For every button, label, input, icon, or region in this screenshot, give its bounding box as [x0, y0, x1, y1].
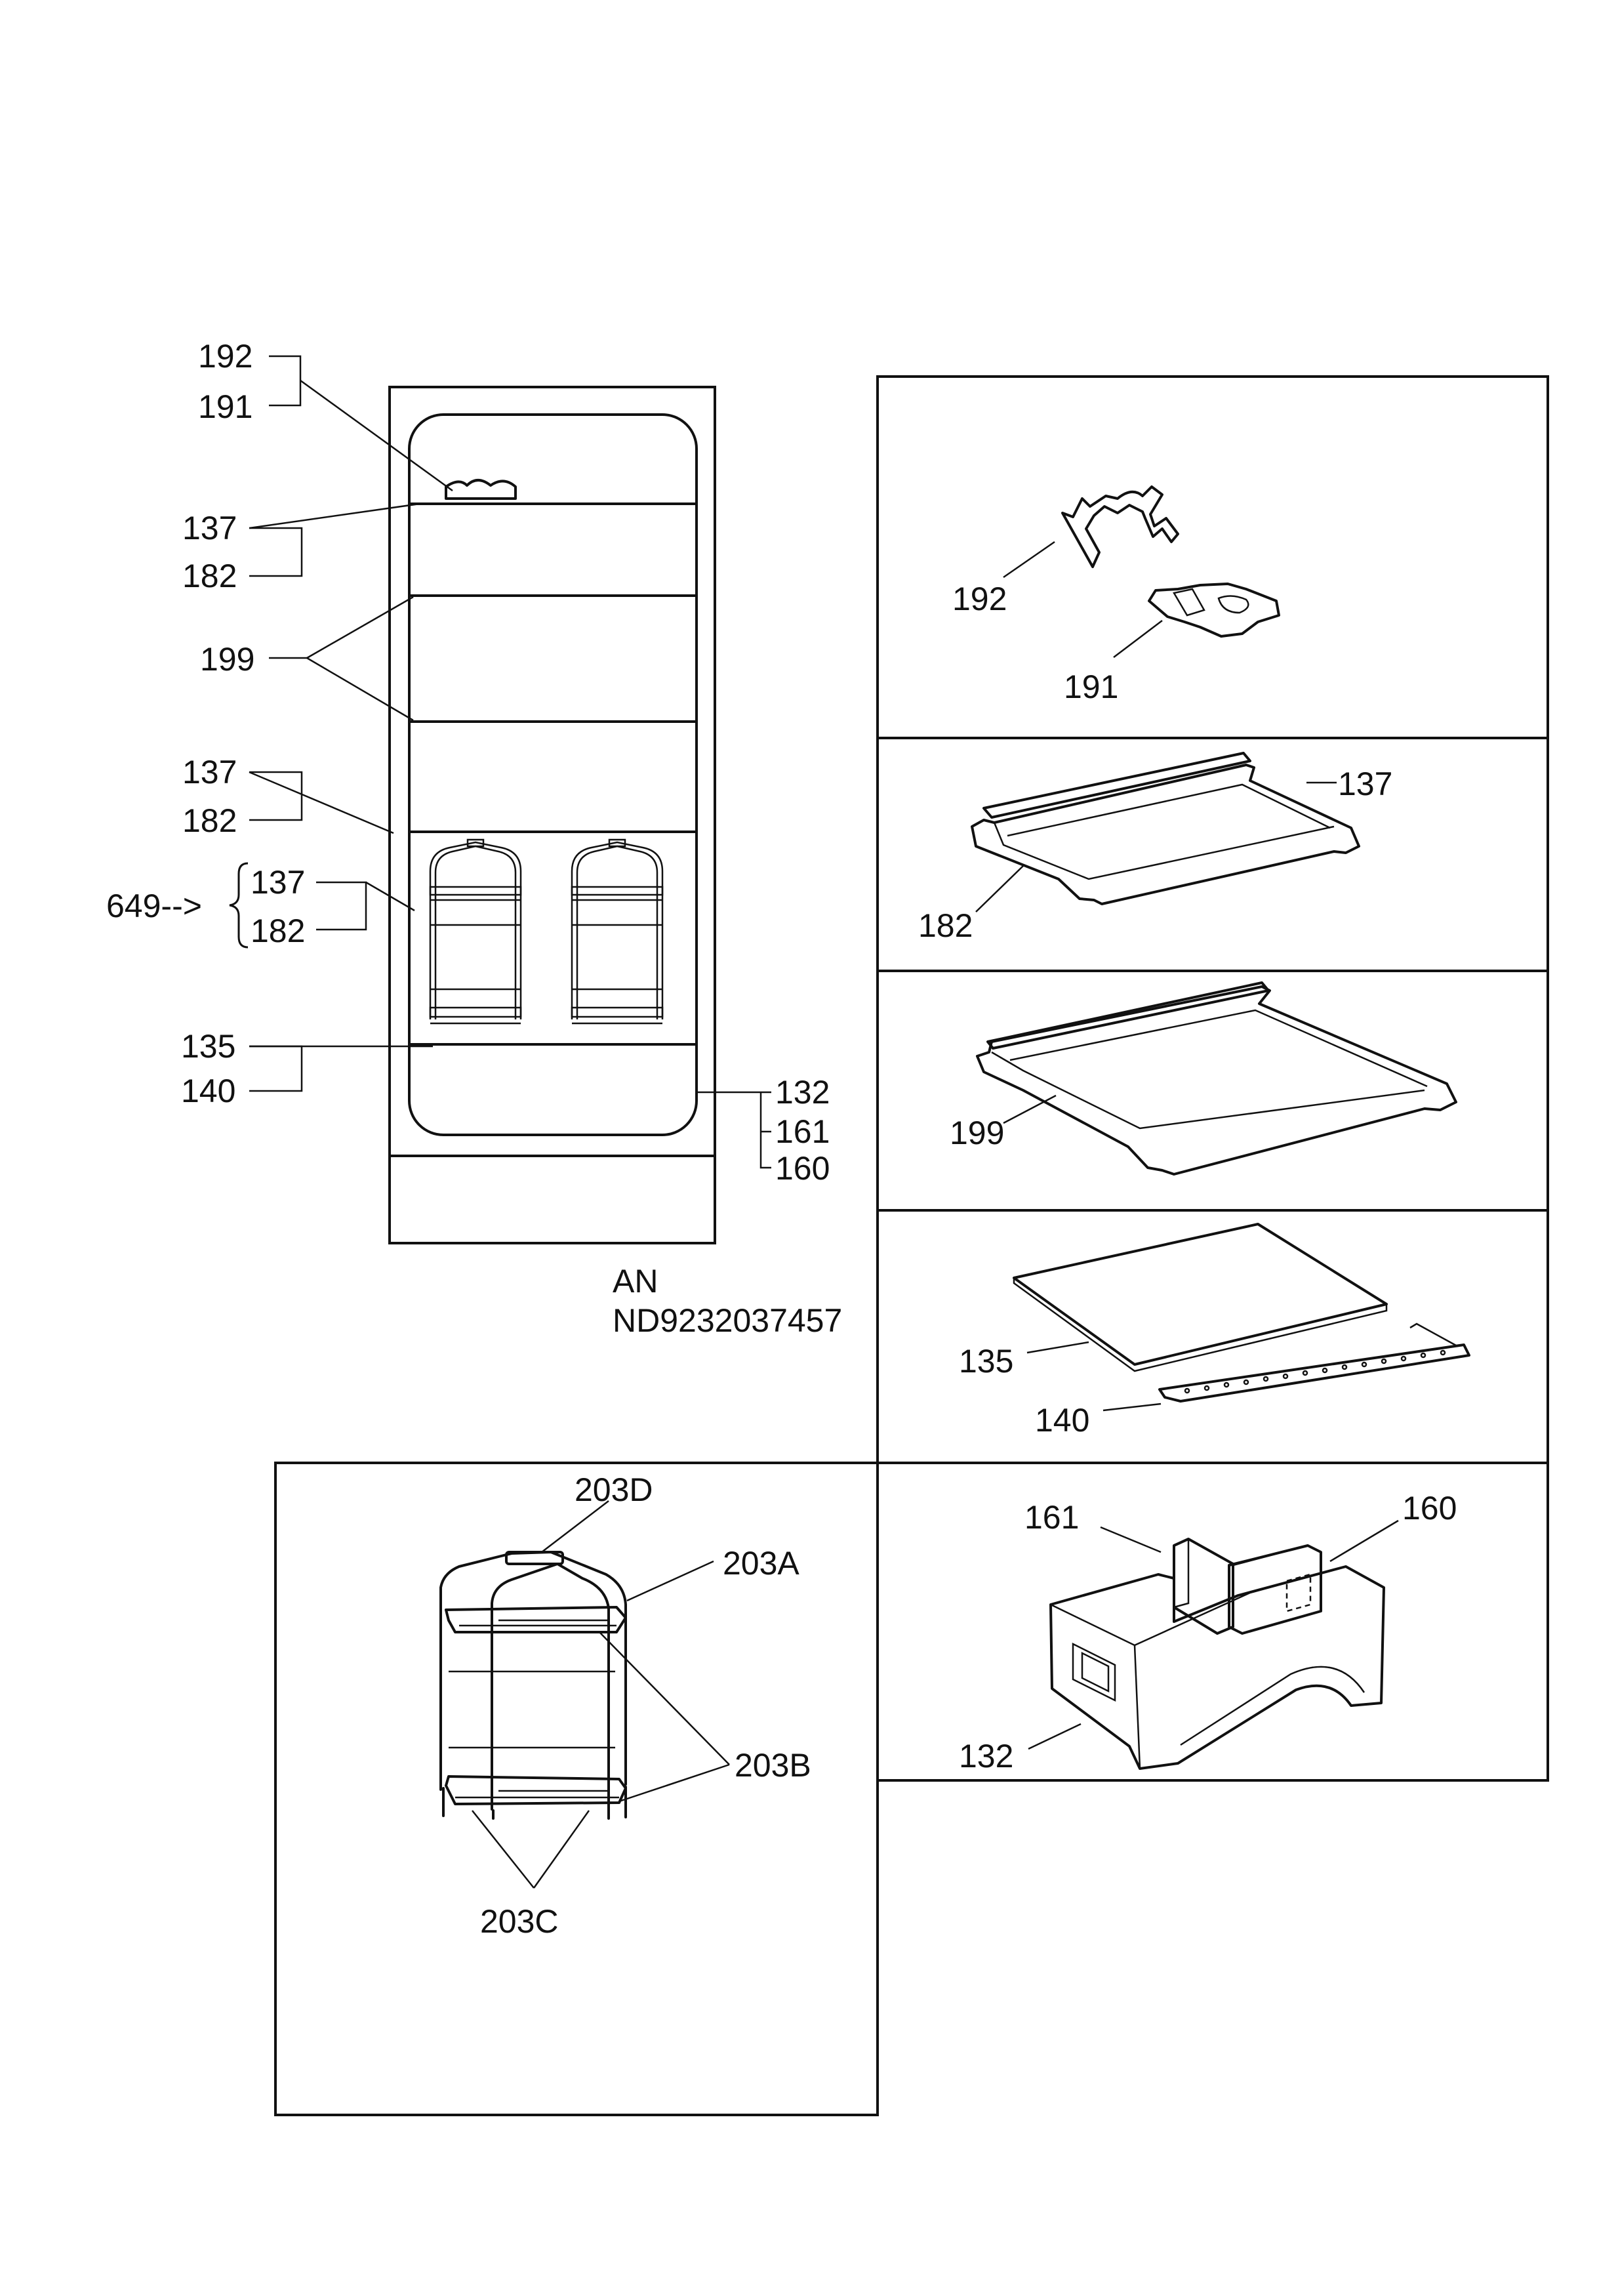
drawer-body-132	[1049, 1565, 1385, 1770]
panel-cover: 135 140	[959, 1223, 1470, 1439]
label-137-overview-mid: 137	[182, 754, 237, 790]
label-137-group: 137	[251, 864, 305, 901]
small-rack-right	[571, 838, 664, 1025]
label-161-panel: 161	[1024, 1499, 1079, 1536]
panel-drawer: 161 160 132	[959, 1490, 1457, 1774]
label-132-overview: 132	[775, 1074, 830, 1111]
brace-649	[229, 862, 249, 949]
label-135-overview: 135	[181, 1028, 235, 1065]
label-160-overview: 160	[775, 1150, 830, 1187]
label-203D: 203D	[575, 1471, 653, 1508]
label-182-panel: 182	[918, 907, 973, 944]
panel-shelf-small: 137 182	[918, 752, 1392, 944]
label-137-panel: 137	[1338, 766, 1392, 802]
label-140-panel: 140	[1035, 1402, 1089, 1439]
label-140-overview: 140	[181, 1073, 235, 1109]
label-135-panel: 135	[959, 1343, 1013, 1380]
label-203A: 203A	[723, 1545, 799, 1582]
label-161-overview: 161	[775, 1113, 830, 1150]
label-649-arrow: 649-->	[106, 888, 202, 924]
panel-rack: 203D 203A 203B 203C	[274, 1462, 879, 2116]
diagram-code-line1: AN	[613, 1263, 658, 1300]
clip-on-shelf	[445, 479, 517, 500]
label-192-panel: 192	[952, 581, 1007, 617]
panel-shelf-large: 199	[950, 981, 1457, 1176]
panel-clips: 192 191	[952, 485, 1280, 705]
clip-holder-191	[1148, 583, 1280, 638]
cover-plate-135	[1013, 1223, 1388, 1366]
label-132-panel: 132	[959, 1738, 1013, 1774]
cabinet-overview	[388, 386, 716, 1244]
label-191-overview: 191	[198, 388, 253, 425]
right-panel-frame	[876, 375, 1549, 1782]
front-trim-140	[1158, 1343, 1470, 1403]
small-rack-left	[429, 838, 522, 1025]
wire-clip-192	[1061, 485, 1179, 568]
label-203B: 203B	[735, 1747, 811, 1784]
label-160-panel: 160	[1402, 1490, 1457, 1527]
label-199-overview: 199	[200, 641, 254, 678]
label-203C: 203C	[480, 1903, 559, 1940]
rack-203	[439, 1551, 627, 1820]
label-182-overview-mid: 182	[182, 802, 237, 839]
label-182-group: 182	[251, 912, 305, 949]
overview-leaders	[249, 355, 771, 1169]
label-191-panel: 191	[1064, 668, 1118, 705]
diagram-code-line2: ND9232037457	[613, 1302, 842, 1339]
label-199-panel: 199	[950, 1115, 1004, 1151]
label-182-overview-top: 182	[182, 558, 237, 594]
label-137-overview-top: 137	[182, 510, 237, 546]
shelf-large-199	[976, 985, 1457, 1176]
label-192-overview: 192	[198, 338, 253, 375]
shelf-small-182	[971, 764, 1360, 905]
overview-labels: 192 191 137 182 199 137 182 649--> 137 1…	[106, 338, 830, 1187]
cabinet-outer-frame	[388, 386, 716, 1244]
trim-holes	[1184, 1349, 1446, 1394]
cabinet-inner-liner	[408, 413, 698, 1136]
shelf-small-trim-137	[982, 752, 1251, 819]
divider-160	[1228, 1544, 1322, 1635]
